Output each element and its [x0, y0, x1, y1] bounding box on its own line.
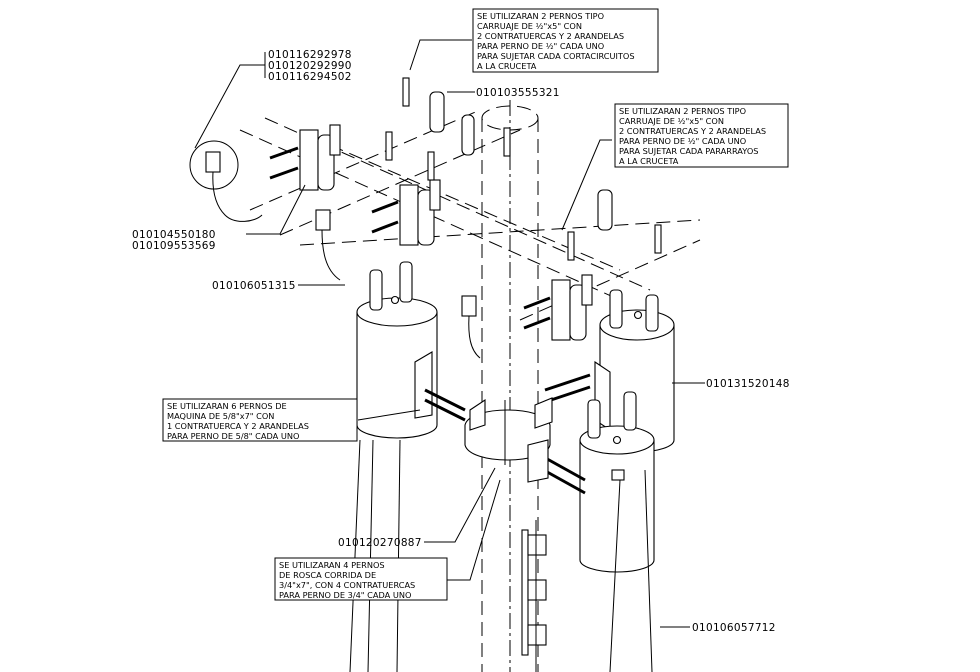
part-code: 010103555321: [476, 87, 560, 99]
detail-circle: [189, 140, 263, 222]
cutout-right: [523, 274, 593, 341]
note-line: A LA CRUCETA: [619, 156, 679, 166]
note-line: SE UTILIZARAN 6 PERNOS DE: [167, 401, 287, 411]
part-code: 010131520148: [706, 378, 790, 390]
note-line: PARA SUJETAR CADA CORTACIRCUITOS: [477, 51, 635, 61]
part-code: 010116294502: [268, 71, 352, 83]
part-labels: 010116292978 010120292990 010116294502 0…: [132, 49, 790, 634]
note-line: CARRUAJE DE ½"x5" CON: [477, 21, 582, 31]
note-line: PARA PERNO DE ½" CADA UNO: [619, 136, 746, 146]
transformer-left: [349, 261, 466, 672]
leader-lines: [194, 39, 705, 628]
note-line: 2 CONTRATUERCAS Y 2 ARANDELAS: [477, 31, 624, 41]
arrester-clamp: [315, 209, 481, 359]
note-line: SE UTILIZARAN 2 PERNOS TIPO: [477, 11, 604, 21]
part-code: 010120270887: [338, 537, 422, 549]
note-line: A LA CRUCETA: [477, 61, 537, 71]
note-line: PARA PERNO DE 3/4" CADA UNO: [279, 590, 411, 600]
note-threaded-rods: SE UTILIZARAN 4 PERNOS DE ROSCA CORRIDA …: [274, 557, 448, 601]
cutout-center: [371, 179, 441, 246]
cutout-left: [269, 124, 341, 191]
part-code: 010104550180: [132, 229, 216, 241]
note-line: PARA PERNO DE 5/8" CADA UNO: [167, 431, 299, 441]
note-line: PARA SUJETAR CADA PARARRAYOS: [619, 146, 758, 156]
note-line: 2 CONTRATUERCAS Y 2 ARANDELAS: [619, 126, 766, 136]
pole-clamp: [464, 397, 553, 483]
note-machine-bolts: SE UTILIZARAN 6 PERNOS DE MAQUINA DE 5/8…: [162, 398, 358, 442]
transformer-front: [539, 391, 655, 672]
part-code: 010109553569: [132, 240, 216, 252]
fuse-holders: [385, 77, 662, 261]
note-line: SE UTILIZARAN 2 PERNOS TIPO: [619, 106, 746, 116]
note-line: MAQUINA DE 5/8"x7" CON: [167, 411, 274, 421]
part-code: 010106051315: [212, 280, 296, 292]
note-arresters: SE UTILIZARAN 2 PERNOS TIPO CARRUAJE DE …: [614, 103, 789, 168]
part-code: 010120292990: [268, 60, 352, 72]
note-cutouts: SE UTILIZARAN 2 PERNOS TIPO CARRUAJE DE …: [472, 8, 659, 73]
note-line: CARRUAJE DE ½"x5" CON: [619, 116, 724, 126]
part-code: 010116292978: [268, 49, 352, 61]
transformer-right: [544, 289, 675, 453]
note-line: 1 CONTRATUERCA Y 2 ARANDELAS: [167, 421, 309, 431]
secondary-rack: [521, 520, 547, 672]
note-line: DE ROSCA CORRIDA DE: [279, 570, 376, 580]
note-line: PARA PERNO DE ½" CADA UNO: [477, 41, 604, 51]
part-code: 010106057712: [692, 622, 776, 634]
note-line: SE UTILIZARAN 4 PERNOS: [279, 560, 385, 570]
note-line: 3/4"x7", CON 4 CONTRATUERCAS: [279, 580, 415, 590]
